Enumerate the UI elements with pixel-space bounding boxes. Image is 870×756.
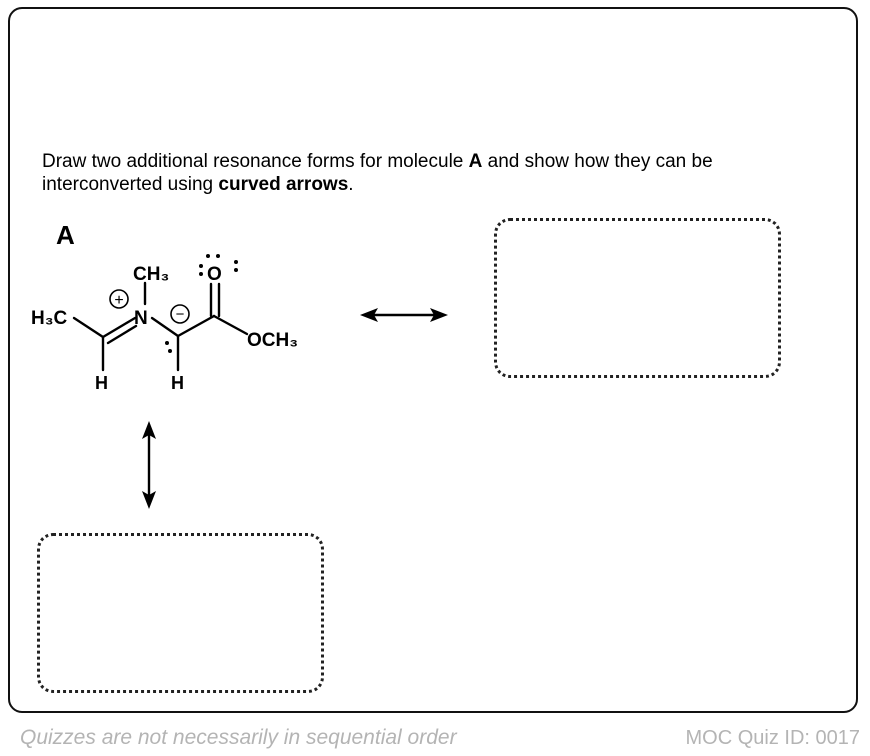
bond-c-carbonyl (176, 314, 216, 338)
resonance-arrow-vertical (142, 421, 156, 509)
atom-methoxy: OCH₃ (247, 330, 298, 351)
oxygen-lone-pair-dot (199, 272, 203, 276)
quiz-id: MOC Quiz ID: 0017 (685, 727, 860, 749)
oxygen-lone-pair-dot (199, 264, 203, 268)
molecule-label: A (56, 220, 75, 250)
resonance-arrow-horizontal (360, 308, 448, 322)
question-emphasis: curved arrows (218, 174, 349, 195)
answer-box-bottom[interactable] (37, 533, 324, 693)
atom-hydrogen-right: H (171, 373, 184, 393)
question-part3: . (348, 174, 354, 195)
question-text: Draw two additional resonance forms for … (42, 150, 802, 196)
minus-charge: − (170, 304, 190, 324)
bond-methyl-c (72, 316, 105, 339)
oxygen-lone-pair-dot (234, 268, 238, 272)
atom-methyl-top: CH₃ (133, 264, 169, 285)
question-part2: and show how they can be interconverted … (42, 151, 713, 195)
atom-hydrogen-left: H (95, 373, 108, 393)
oxygen-lone-pair-dot (216, 254, 220, 258)
atom-oxygen: O (207, 264, 222, 285)
answer-box-right[interactable] (494, 218, 781, 378)
footer-note: Quizzes are not necessarily in sequentia… (20, 726, 457, 749)
plus-sign: + (114, 292, 123, 309)
oxygen-lone-pair-dot (206, 254, 210, 258)
minus-sign: − (176, 306, 185, 323)
bond-c-n-2 (106, 324, 138, 345)
oxygen-lone-pair-dot (234, 260, 238, 264)
question-molecule-label: A (468, 151, 483, 172)
carbanion-lone-pair-dot (165, 341, 169, 345)
lone-pairs (165, 254, 238, 353)
carbanion-lone-pair-dot (168, 349, 172, 353)
bond-c-n-1 (101, 316, 137, 339)
bond-n-c (150, 316, 180, 338)
question-part1: Draw two additional resonance forms for … (42, 151, 469, 172)
quiz-card (8, 7, 858, 713)
atom-nitrogen: N (134, 308, 148, 329)
plus-charge: + (109, 289, 129, 309)
bond-c-methoxy (212, 314, 249, 336)
atom-methyl-left: H₃C (31, 308, 68, 329)
